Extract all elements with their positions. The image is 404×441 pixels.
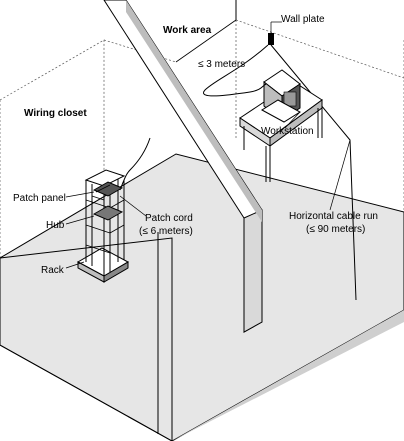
wall-plate bbox=[268, 21, 282, 45]
label-patch-panel: Patch panel bbox=[13, 193, 66, 204]
label-patch-cord: Patch cord bbox=[145, 213, 193, 224]
label-workstation: Workstation bbox=[261, 126, 314, 137]
hub bbox=[92, 205, 124, 221]
horizontal-cable-run bbox=[270, 44, 357, 301]
patch-panel bbox=[92, 181, 124, 197]
label-cable-length-workstation: ≤ 3 meters bbox=[198, 59, 245, 70]
label-wall-plate: Wall plate bbox=[281, 14, 325, 25]
rack bbox=[76, 169, 130, 283]
workstation-computer bbox=[261, 69, 301, 123]
label-leaders bbox=[65, 111, 301, 269]
label-horizontal-cable-length: (≤ 90 meters) bbox=[306, 224, 365, 235]
label-hub: Hub bbox=[46, 220, 65, 231]
label-work-area: Work area bbox=[163, 25, 212, 36]
label-rack: Rack bbox=[41, 265, 65, 276]
floor bbox=[0, 153, 404, 441]
label-patch-cord-length: (≤ 6 meters) bbox=[139, 226, 193, 237]
label-horizontal-cable-run: Horizontal cable run bbox=[289, 211, 378, 222]
partition-wall bbox=[103, 0, 263, 333]
patch-cord-line bbox=[119, 137, 151, 191]
workstation-cable bbox=[203, 44, 269, 97]
work-area-wall bbox=[175, 0, 237, 63]
label-wiring-closet: Wiring closet bbox=[24, 108, 87, 119]
closet-front-wall bbox=[0, 232, 173, 441]
